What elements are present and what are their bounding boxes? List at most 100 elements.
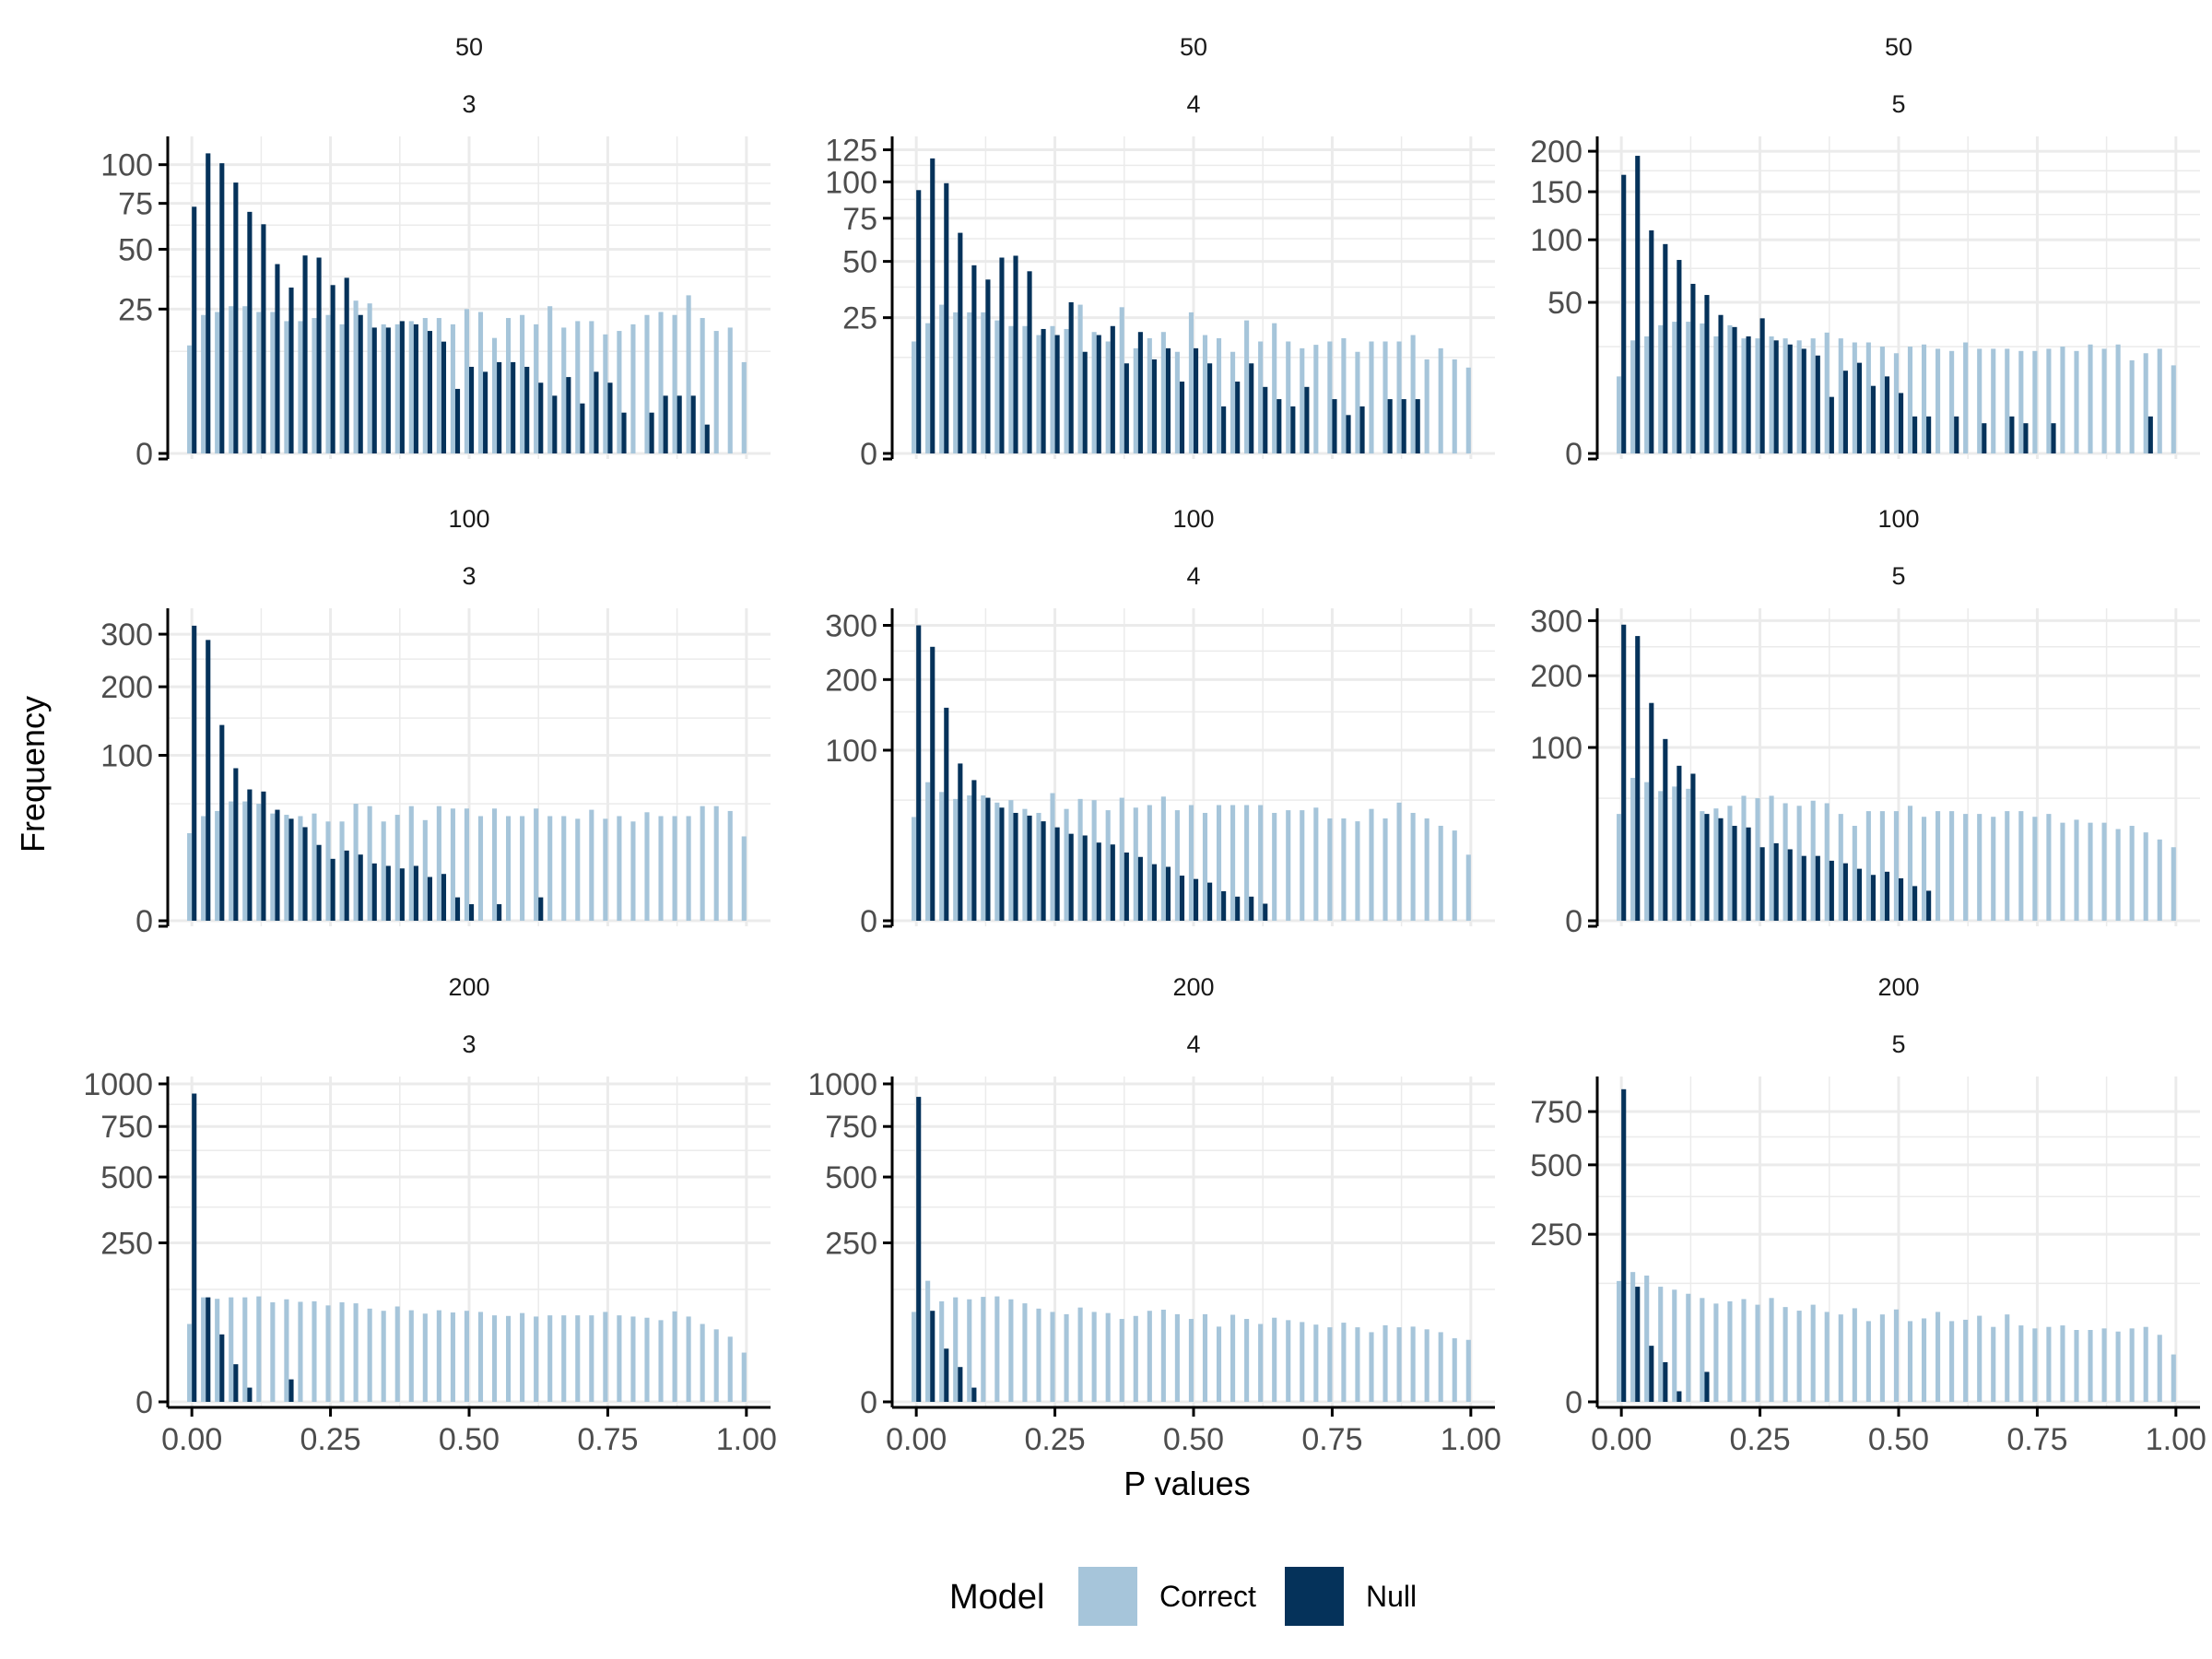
strip-label-bottom: 3 [462, 90, 476, 118]
bar-null [261, 791, 266, 921]
y-tick-label: 200 [1530, 659, 1583, 694]
bar-correct [1713, 1303, 1719, 1402]
bar-correct [981, 795, 986, 921]
bar-null [497, 904, 502, 921]
bar-null [1263, 903, 1268, 921]
bar-correct [1977, 814, 1983, 921]
bar-null [999, 257, 1005, 453]
y-tick-label: 200 [1530, 135, 1583, 170]
bar-correct [201, 1297, 206, 1402]
bar-null [1151, 864, 1157, 921]
bar-null [1649, 702, 1654, 921]
bar-null [233, 768, 239, 921]
bar-correct [727, 810, 733, 921]
bar-correct [672, 314, 677, 453]
bar-null [2147, 416, 2153, 453]
bar-correct [312, 813, 317, 921]
bar-correct [939, 792, 945, 921]
bar-correct [603, 818, 608, 921]
y-tick-label: 100 [1530, 223, 1583, 258]
strip-label-top: 50 [1885, 33, 1912, 61]
bar-correct [1907, 1321, 1913, 1402]
bar-null [1759, 847, 1765, 921]
strip-label-bottom: 5 [1891, 562, 1905, 590]
bar-correct [1672, 1289, 1677, 1402]
bar-null [1249, 896, 1254, 921]
bar-correct [1382, 1324, 1388, 1402]
bar-null [1704, 814, 1710, 921]
x-axis-title: P values [1124, 1465, 1250, 1502]
bar-correct [1327, 341, 1333, 453]
bar-null [469, 367, 475, 453]
y-tick-label: 50 [118, 232, 153, 267]
bar-null [1801, 348, 1806, 453]
bar-correct [1022, 808, 1028, 921]
bar-null [1787, 344, 1793, 453]
bar-correct [1452, 1338, 1457, 1402]
bar-correct [1147, 805, 1152, 921]
bar-correct [561, 327, 567, 453]
bar-null [1884, 871, 1890, 921]
bar-correct [1300, 810, 1305, 921]
bar-null [1165, 866, 1171, 921]
bar-correct [450, 808, 455, 921]
bar-correct [1465, 367, 1471, 453]
bar-correct [575, 1315, 581, 1402]
bar-correct [1272, 1317, 1277, 1402]
bar-correct [1963, 342, 1969, 453]
bar-null [1263, 386, 1268, 453]
bar-correct [201, 314, 206, 453]
bar-null [497, 361, 502, 453]
bar-correct [1741, 338, 1747, 453]
bar-null [1290, 406, 1296, 453]
bar-correct [713, 806, 719, 921]
bar-null [233, 182, 239, 453]
y-tick-label: 300 [1530, 604, 1583, 639]
bar-correct [312, 318, 317, 453]
bar-null [985, 279, 991, 453]
bar-correct [1921, 344, 1927, 453]
bar-correct [2157, 839, 2162, 921]
bar-correct [534, 324, 539, 453]
bar-correct [1452, 830, 1457, 921]
bar-correct [1727, 806, 1733, 921]
bar-correct [1022, 325, 1028, 453]
bar-correct [2157, 1335, 2162, 1402]
bar-correct [1658, 324, 1664, 453]
bar-correct [436, 806, 441, 921]
bar-correct [1077, 798, 1083, 921]
bar-null [1801, 855, 1806, 921]
bar-correct [912, 1312, 917, 1402]
bar-null [916, 1097, 922, 1402]
bar-correct [520, 314, 525, 453]
bar-null [704, 424, 710, 453]
y-tick-label: 300 [825, 609, 877, 644]
bar-correct [229, 306, 234, 453]
bar-null [1773, 340, 1779, 453]
bar-null [690, 395, 696, 453]
bar-correct [981, 1297, 986, 1402]
bar-correct [2088, 344, 2093, 453]
bar-null [1856, 362, 1862, 453]
bar-correct [1133, 347, 1138, 453]
bar-null [1829, 860, 1834, 921]
bar-null [1635, 1287, 1641, 1402]
bar-correct [1630, 777, 1636, 921]
bar-correct [1105, 341, 1111, 453]
bar-correct [242, 306, 248, 453]
bar-null [219, 163, 225, 454]
bar-null [385, 865, 391, 921]
strip-label-bottom: 3 [462, 562, 476, 590]
bar-correct [1879, 347, 1885, 453]
bar-null [1304, 386, 1310, 453]
bar-correct [1465, 1339, 1471, 1402]
bar-null [1415, 399, 1420, 453]
bar-null [1982, 423, 1987, 453]
bar-null [985, 797, 991, 921]
bar-null [1359, 406, 1365, 453]
bar-null [302, 255, 308, 453]
bar-null [288, 818, 294, 921]
